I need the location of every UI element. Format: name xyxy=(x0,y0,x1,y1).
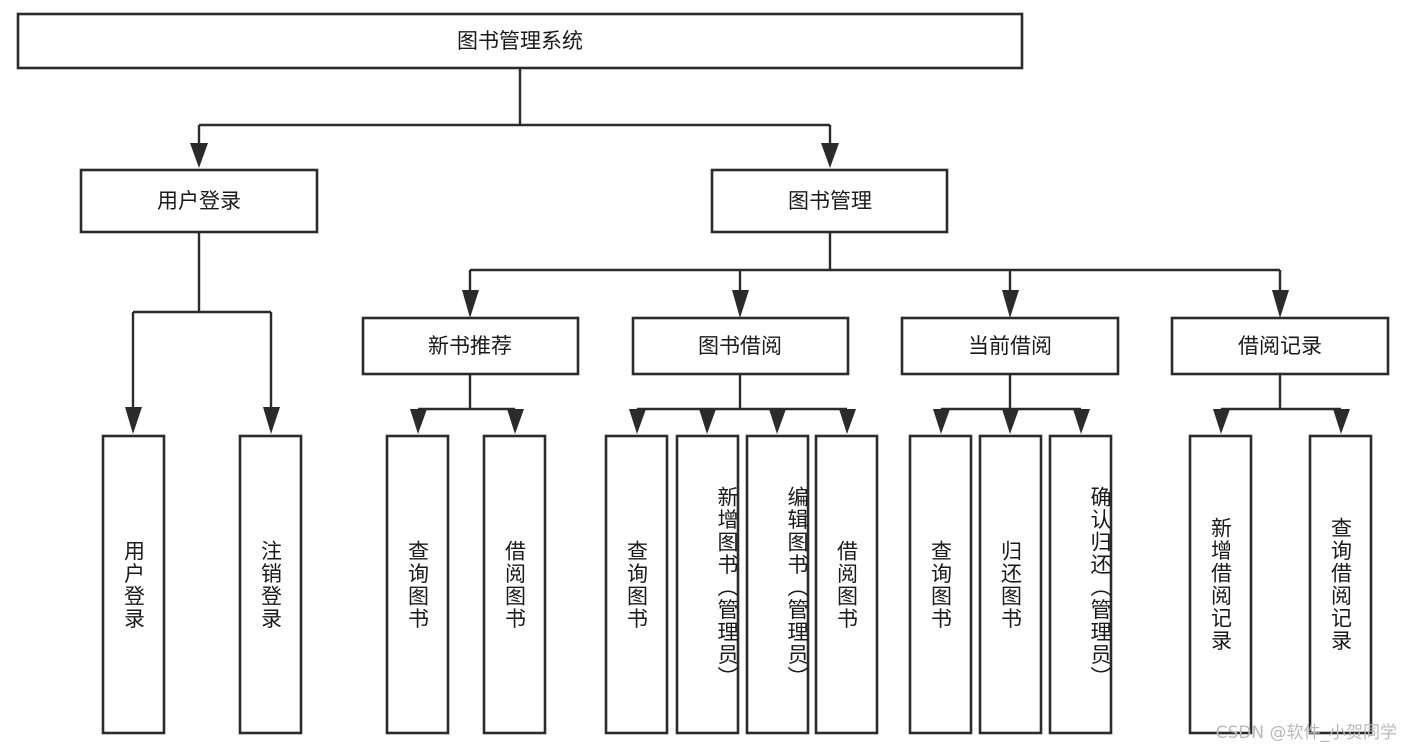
arrow-head-book-borrow xyxy=(732,290,749,318)
node-leaf-add-record[interactable] xyxy=(1188,434,1253,735)
node-leaf-query-book-3[interactable] xyxy=(908,434,973,735)
node-user-login[interactable] xyxy=(79,168,319,234)
node-new-book-recommend-label: 新书推荐 xyxy=(428,334,512,358)
node-leaf-edit-book[interactable] xyxy=(745,434,810,735)
node-current-borrow-label: 当前借阅 xyxy=(968,334,1052,358)
node-leaf-confirm-return[interactable] xyxy=(1048,434,1113,735)
node-borrow-record-label: 借阅记录 xyxy=(1238,334,1322,358)
node-book-borrow-label: 图书借阅 xyxy=(698,334,782,358)
node-leaf-logout-login[interactable] xyxy=(238,434,303,735)
arrow-head-leaf-confirm-return xyxy=(1073,409,1090,434)
connector-group-user-login xyxy=(125,232,280,434)
arrow-head-leaf-borrow-book-1 xyxy=(507,409,524,434)
arrow-head-leaf-return-book xyxy=(1002,409,1019,434)
node-leaf-query-book-2[interactable] xyxy=(604,434,669,735)
node-leaf-borrow-book-1[interactable] xyxy=(482,434,547,735)
arrow-head-borrow-record xyxy=(1272,290,1289,318)
connector-group-root xyxy=(190,68,839,168)
arrow-head-leaf-query-book-2 xyxy=(629,409,646,434)
arrow-head-new-book-recommend xyxy=(462,290,479,318)
arrow-head-leaf-borrow-book-2 xyxy=(839,409,856,434)
connector-group-current-borrow xyxy=(933,374,1090,434)
arrow-head-book-management xyxy=(821,143,839,168)
arrow-head-leaf-query-record xyxy=(1333,409,1350,434)
arrow-head-leaf-add-record xyxy=(1213,409,1230,434)
connector-group-book-management xyxy=(462,232,1289,318)
node-user-login-label: 用户登录 xyxy=(157,189,241,213)
arrow-head-leaf-query-book-3 xyxy=(933,409,950,434)
csdn-watermark: CSDN @软件_小贺同学 xyxy=(1215,723,1397,743)
arrow-head-leaf-add-book xyxy=(699,409,716,434)
node-leaf-query-record[interactable] xyxy=(1308,434,1373,735)
node-leaf-add-book[interactable] xyxy=(675,434,740,735)
node-book-management[interactable] xyxy=(710,168,949,234)
arrow-head-leaf-edit-book xyxy=(769,409,786,434)
node-new-book-recommend[interactable] xyxy=(361,316,580,376)
arrow-head-current-borrow xyxy=(1002,290,1019,318)
arrow-head-leaf-query-book-1 xyxy=(410,409,427,434)
connector-group-new-book-recommend xyxy=(410,374,524,434)
node-current-borrow[interactable] xyxy=(900,316,1120,376)
connector-group-borrow-record xyxy=(1213,374,1350,434)
node-book-management-label: 图书管理 xyxy=(788,189,872,213)
node-borrow-record[interactable] xyxy=(1170,316,1390,376)
node-root[interactable] xyxy=(16,12,1024,70)
node-leaf-query-book-1[interactable] xyxy=(385,434,450,735)
node-book-borrow[interactable] xyxy=(631,316,850,376)
arrow-head-leaf-user-login xyxy=(125,407,142,434)
arrow-head-user-login xyxy=(190,143,208,168)
arrow-head-leaf-logout-login xyxy=(263,407,280,434)
node-leaf-borrow-book-2[interactable] xyxy=(814,434,879,735)
node-root-label: 图书管理系统 xyxy=(457,29,583,53)
node-leaf-user-login[interactable] xyxy=(101,434,166,735)
connector-group-book-borrow xyxy=(629,374,856,434)
node-leaf-return-book[interactable] xyxy=(978,434,1043,735)
